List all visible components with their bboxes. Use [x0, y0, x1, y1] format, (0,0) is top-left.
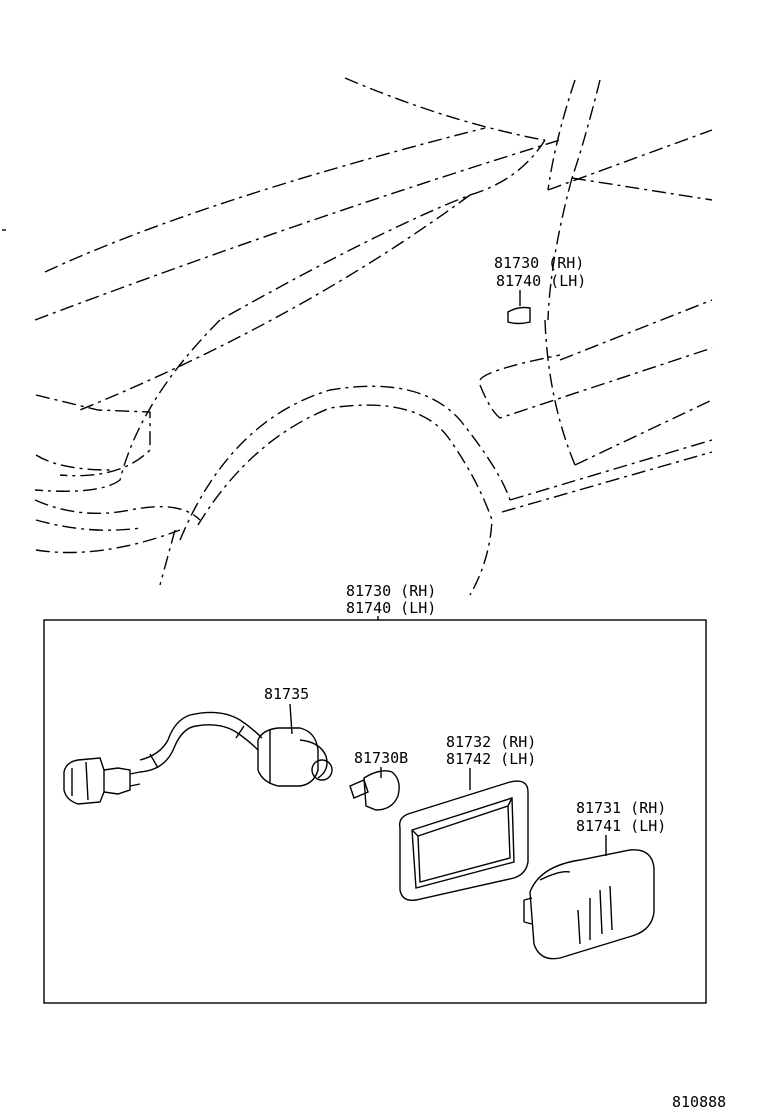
car-callout-lh-label: 81740 (LH): [496, 272, 586, 290]
bulb: [349, 770, 400, 811]
socket-leader: [289, 703, 293, 735]
assembly-box: [43, 619, 707, 1004]
lens: [523, 849, 655, 960]
socket-part-number: 81735: [264, 685, 309, 703]
assembly-rh-label: 81730 (RH): [346, 582, 436, 600]
gasket-rh-label: 81732 (RH): [446, 733, 536, 751]
assembly-lh-label: 81740 (LH): [346, 599, 436, 617]
car-callout-rh-label: 81730 (RH): [494, 254, 584, 272]
car-fender-outline: [2, 77, 713, 596]
bulb-part-number: 81730B: [354, 749, 408, 767]
lens-rh-label: 81731 (RH): [576, 799, 666, 817]
gasket: [398, 780, 529, 901]
socket-harness: [63, 711, 333, 805]
lens-lh-label: 81741 (LH): [576, 817, 666, 835]
figure-number: 810888: [672, 1093, 726, 1111]
gasket-lh-label: 81742 (LH): [446, 750, 536, 768]
